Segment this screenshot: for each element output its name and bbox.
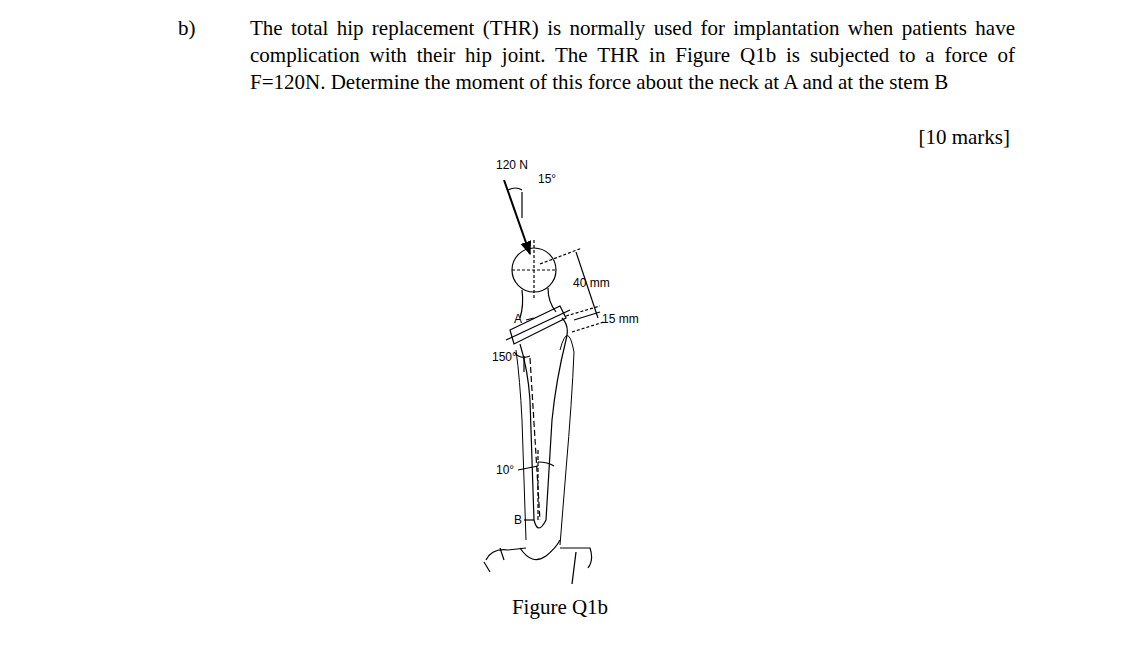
question-number: b): [178, 15, 196, 42]
dimension-label: 40 mm: [573, 276, 610, 290]
figure-caption: Figure Q1b: [512, 594, 608, 621]
femur-outline: [516, 335, 574, 545]
force-label: 120 N: [496, 158, 528, 172]
prosthesis-neck: [520, 288, 556, 318]
question-text: The total hip replacement (THR) is norma…: [250, 15, 1015, 96]
angle-arc: [508, 188, 522, 190]
collar-line: [506, 310, 570, 340]
point-label: A: [514, 312, 522, 326]
stem-axis: [530, 358, 540, 520]
bone-cut: [572, 552, 576, 584]
force-arrow: [504, 180, 530, 254]
dimension-line: [540, 248, 582, 264]
marks: [10 marks]: [918, 124, 1010, 151]
head-centerline: [533, 240, 534, 300]
point-label: B: [514, 513, 522, 527]
angle-label: 15°: [538, 172, 556, 186]
reference-line: [523, 356, 524, 372]
angle-label: 150°: [492, 350, 517, 364]
dimension-line: [572, 322, 604, 332]
angle-label: 10°: [496, 463, 514, 477]
leader-line: [524, 519, 534, 520]
angle-arc: [518, 462, 554, 470]
reference-line: [537, 450, 538, 520]
reference-line: [521, 192, 522, 218]
bone-cut: [500, 548, 504, 560]
dimension-line: [566, 306, 600, 316]
leader-line: [526, 318, 534, 320]
dimension-label: 15 mm: [602, 312, 639, 326]
dimension-line: [574, 312, 600, 320]
stem-tip: [520, 540, 560, 560]
